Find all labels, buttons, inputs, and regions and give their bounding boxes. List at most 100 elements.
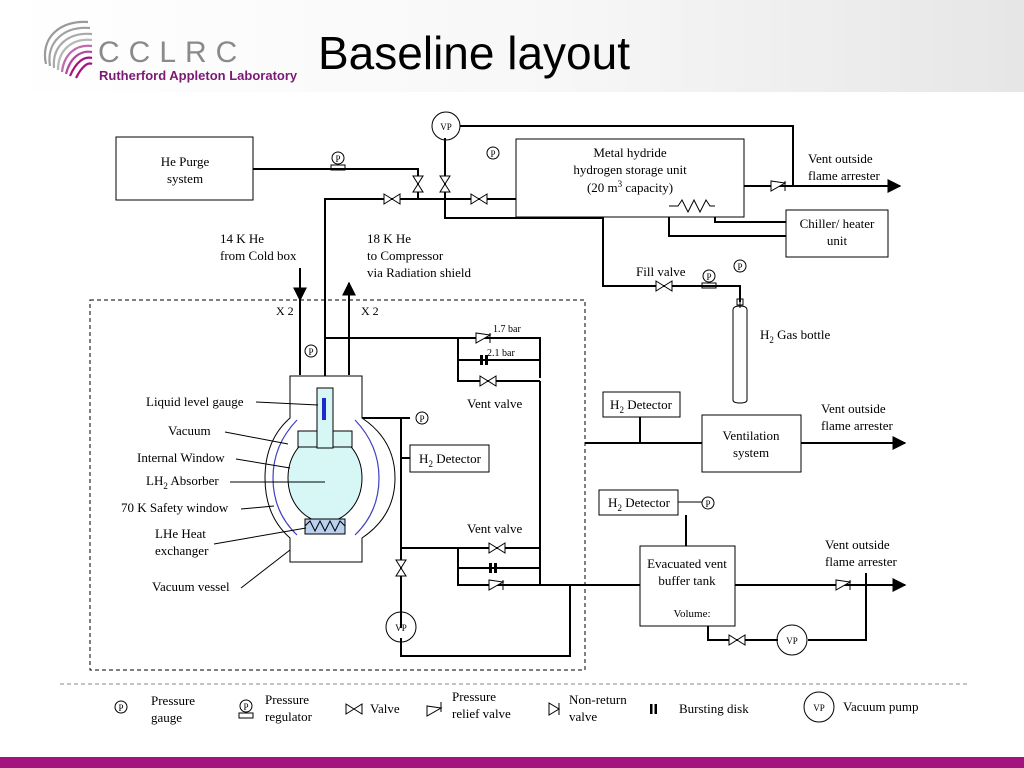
svg-text:P: P: [118, 703, 123, 713]
he-purge-label: He Purge: [161, 154, 210, 169]
legend-pressure-regulator-label-2: regulator: [265, 709, 313, 724]
safety-window-left: [272, 419, 298, 536]
lh2-absorber-label: LH2 Absorber: [146, 473, 219, 491]
vacuum-pump-icon: VP: [431, 111, 461, 141]
legend-pressure-regulator-label: Pressure: [265, 692, 309, 707]
pressure-gauge-icon: P: [701, 496, 715, 510]
svg-text:P: P: [737, 262, 742, 272]
svg-text:P: P: [706, 272, 711, 282]
legend-pressure-gauge-label: Pressure: [151, 693, 195, 708]
legend-pressure-gauge-icon: P: [114, 700, 128, 714]
vent-valve-label-2: Vent valve: [467, 521, 522, 536]
vent-outside-label-2: Vent outside: [821, 401, 886, 416]
legend-valve-icon: [345, 703, 363, 715]
chiller-label-2: unit: [827, 233, 848, 248]
svg-text:P: P: [419, 414, 424, 424]
ventilation-box: [701, 414, 802, 473]
h2-bottle-label: H2 Gas bottle: [760, 327, 830, 345]
bar21-label: 2.1 bar: [487, 348, 515, 359]
legend-non-return-valve-icon: [548, 702, 560, 716]
svg-text:P: P: [705, 499, 710, 509]
flame-arrester-label-1: flame arrester: [808, 168, 880, 183]
vent-valve-label-1: Vent valve: [467, 396, 522, 411]
svg-text:VP: VP: [786, 636, 798, 646]
logo-subtitle: Rutherford Appleton Laboratory: [99, 68, 298, 83]
legend-bursting-disk-label: Bursting disk: [679, 701, 749, 716]
pressure-gauge-icon: P: [733, 259, 747, 273]
pressure-gauge-icon: P: [330, 151, 346, 171]
legend-vacuum-pump-icon: VP: [803, 691, 835, 723]
he14-label: 14 K He: [220, 231, 264, 246]
valve-icon: [383, 175, 746, 646]
legend-pressure-regulator-icon: P: [238, 699, 254, 719]
enclosure-boundary: [89, 299, 586, 671]
bottle-valve-icon: [736, 298, 744, 306]
svg-text:P: P: [243, 702, 248, 712]
vacuum-label: Vacuum: [168, 423, 211, 438]
h2-detector-label-2: H2 Detector: [419, 451, 482, 469]
flame-arrester-label-3: flame arrester: [825, 554, 897, 569]
h2-detector-label-3: H2 Detector: [608, 495, 671, 513]
safety-window-label: 70 K Safety window: [121, 500, 229, 515]
pressure-gauge-icon: P: [486, 146, 500, 160]
buffer-tank-label-2: buffer tank: [658, 573, 716, 588]
metal-hydride-box: [515, 138, 745, 218]
legend-pressure-gauge-label-2: gauge: [151, 710, 182, 725]
he-purge-box: [115, 136, 254, 201]
he-purge-label-2: system: [167, 171, 203, 186]
vent-outside-label-1: Vent outside: [808, 151, 873, 166]
buffer-tank-label: Evacuated vent: [647, 556, 727, 571]
cclrc-logo-icon: [43, 20, 93, 79]
svg-text:P: P: [308, 347, 313, 357]
vacuum-pump-icon: VP: [776, 624, 808, 656]
ventilation-label: Ventilation: [722, 428, 780, 443]
chiller-box: [785, 209, 889, 258]
svg-text:VP: VP: [440, 122, 452, 132]
svg-text:VP: VP: [395, 623, 407, 633]
legend-non-return-valve-label: Non-return: [569, 692, 627, 707]
he18-label: 18 K He: [367, 231, 411, 246]
flame-arrester-label-2: flame arrester: [821, 418, 893, 433]
metal-hydride-label-2: hydrogen storage unit: [573, 162, 687, 177]
legend: P Pressure gauge P Pressure regulator Va…: [114, 689, 918, 725]
ventilation-label-2: system: [733, 445, 769, 460]
logo-text: CCLRC: [98, 36, 247, 69]
legend-relief-valve-label-2: relief valve: [452, 706, 511, 721]
vacuum-pump-icon: VP: [385, 611, 417, 643]
safety-window-right: [354, 419, 380, 536]
chiller-label: Chiller/ heater: [800, 216, 875, 231]
pressure-gauge-icon: P: [304, 344, 318, 358]
header-bar: CCLRC Rutherford Appleton Laboratory Bas…: [0, 0, 1024, 92]
page-title: Baseline layout: [318, 27, 630, 79]
buffer-tank-box: [639, 545, 736, 627]
x2-label-right: X 2: [361, 304, 379, 318]
h2-detector-label-1: H2 Detector: [610, 397, 673, 415]
absorber-assembly: [264, 375, 396, 563]
pressure-gauge-icon: P: [701, 269, 717, 289]
legend-relief-valve-label: Pressure: [452, 689, 496, 704]
svg-text:VP: VP: [813, 703, 825, 713]
liquid-level-label: Liquid level gauge: [146, 394, 244, 409]
he14-label-2: from Cold box: [220, 248, 297, 263]
bar17-label: 1.7 bar: [493, 324, 521, 335]
heater-resistor-icon: [669, 198, 715, 214]
svg-text:P: P: [335, 154, 340, 164]
he18-label-2: to Compressor: [367, 248, 444, 263]
lhe-exchanger-label-2: exchanger: [155, 543, 209, 558]
pressure-gauge-icon: P: [415, 411, 429, 425]
h2-detector-box-2: [409, 444, 490, 473]
h2-gas-bottle-icon: [732, 302, 748, 404]
legend-bursting-disk-icon: [650, 704, 657, 714]
legend-non-return-valve-label-2: valve: [569, 709, 597, 724]
legend-relief-valve-icon: [426, 702, 443, 717]
internal-window-label: Internal Window: [137, 450, 225, 465]
vent-outside-label-3: Vent outside: [825, 537, 890, 552]
svg-text:P: P: [490, 149, 495, 159]
he18-label-3: via Radiation shield: [367, 265, 471, 280]
bursting-disk-icon: [480, 355, 497, 573]
vacuum-vessel-label: Vacuum vessel: [152, 579, 230, 594]
buffer-tank-volume: Volume:: [673, 608, 710, 620]
metal-hydride-label: Metal hydride: [593, 145, 667, 160]
metal-hydride-capacity: (20 m3 capacity): [587, 179, 673, 195]
